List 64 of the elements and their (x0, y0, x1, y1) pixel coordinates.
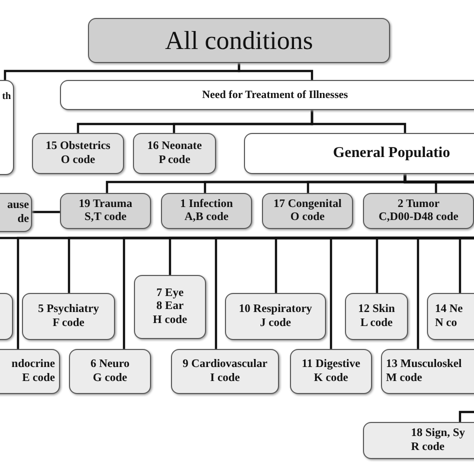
node-label: O code (290, 211, 325, 224)
node-label: 7 Eye (156, 287, 184, 300)
node-label: 2 Tumor (398, 198, 440, 211)
category-box (262, 193, 353, 229)
category-box (427, 293, 474, 340)
category-box (171, 349, 279, 394)
node-label: I code (210, 372, 240, 385)
category-box (60, 80, 474, 110)
connector-line (238, 63, 314, 80)
connector-line (458, 410, 474, 422)
node-label: E code (22, 372, 55, 385)
node-label: 11 Digestive (302, 358, 360, 372)
node-label: General Populatio (333, 144, 450, 162)
category-box (161, 193, 252, 229)
node-label: 17 Congenital (273, 198, 342, 211)
node-label: N co (435, 316, 458, 330)
node-label: O code (60, 154, 96, 167)
node-label: 15 Obstetrics (46, 140, 110, 154)
node-label: ause (7, 199, 29, 212)
root-box (88, 18, 390, 63)
category-box (22, 293, 115, 340)
category-box (225, 293, 326, 340)
connector-line (310, 110, 406, 133)
node-label: G code (92, 372, 128, 385)
category-box (244, 133, 474, 174)
node-label: Need for Treatment of Illnesses (202, 88, 348, 102)
node-label: 14 Ne (435, 303, 463, 316)
node-label: L code (360, 316, 393, 330)
node-label: 5 Psychiatry (38, 303, 99, 316)
node-label: R code (411, 440, 445, 454)
node-label: S,T code (84, 211, 126, 224)
category-box (381, 349, 474, 394)
node-label: 6 Neuro (90, 358, 130, 372)
category-box (363, 422, 474, 459)
category-box (290, 349, 372, 394)
node-label: 19 Trauma (78, 198, 132, 211)
node-label: th (2, 91, 11, 102)
node-label: 16 Neonate (147, 140, 202, 154)
category-box (134, 275, 206, 339)
node-label: 1 Infection (180, 198, 233, 211)
node-label: A,B code (184, 211, 229, 224)
node-label: 18 Sign, Sy (411, 427, 466, 440)
node-label: H code (152, 314, 188, 327)
node-label: de (18, 212, 29, 226)
node-label: P code (158, 154, 190, 167)
node-label: 12 Skin (358, 303, 395, 316)
category-box (32, 133, 124, 174)
node-label: ndocrine (12, 358, 55, 372)
connector-line (32, 210, 60, 214)
node-label: 10 Respiratory (238, 303, 312, 316)
node-label: 9 Cardiovascular (182, 358, 268, 372)
category-box (133, 133, 216, 174)
node-label: All conditions (164, 26, 314, 56)
node-label: 8 Ear (156, 300, 184, 314)
category-box (345, 293, 408, 340)
node-label: K code (314, 372, 348, 385)
node-label: 13 Musculoskel (386, 358, 462, 372)
category-box (69, 349, 151, 394)
node-label: M code (386, 372, 422, 385)
node-label: C,D00-D48 code (378, 211, 458, 224)
node-label: F code (52, 316, 84, 330)
category-box (60, 193, 151, 229)
category-box (363, 193, 474, 229)
node-label: J code (260, 316, 291, 330)
